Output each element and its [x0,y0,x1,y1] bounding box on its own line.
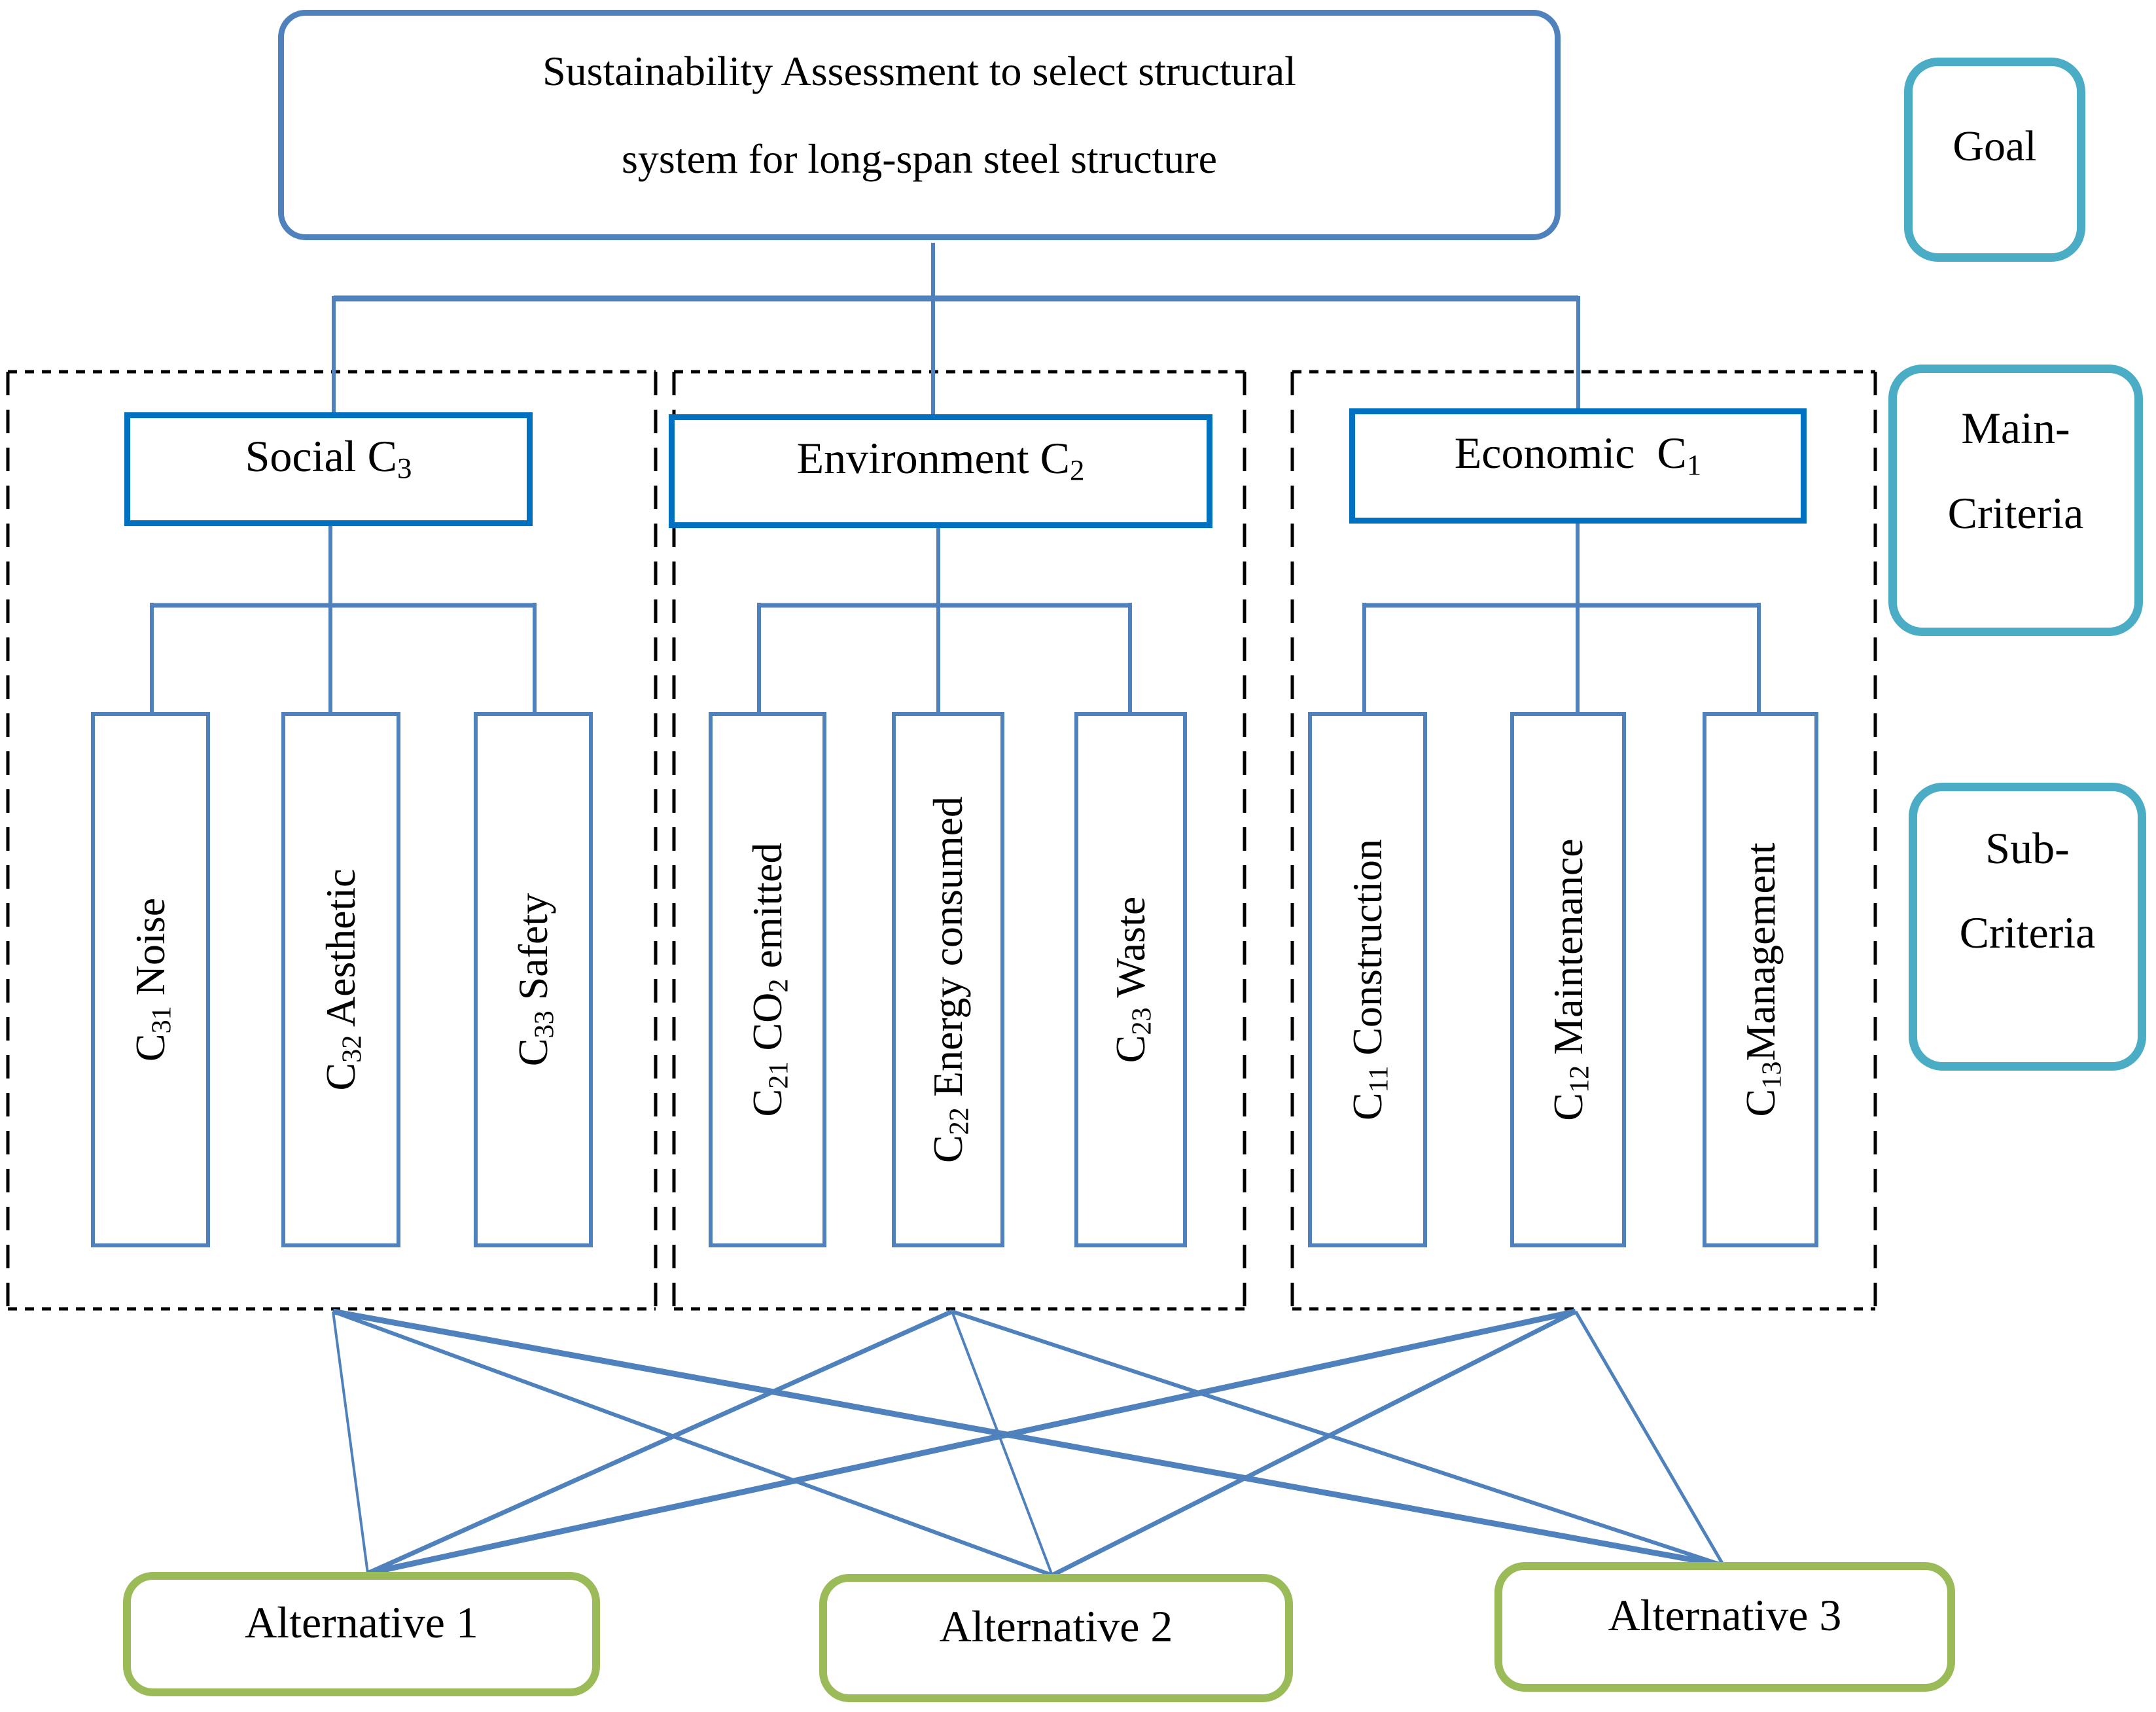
edge-economic-alt2 [1051,1309,1577,1578]
environment-to-sub-criteria-connectors [757,526,1132,715]
sub-criterion-c23-label: C23 Waste [1107,896,1158,1063]
alternative-3-label: Alternative 3 [1608,1590,1842,1640]
sub-criterion-c11-label: C11 Construction [1344,838,1394,1121]
edge-social-alt2 [332,1310,1053,1577]
sub-criterion-c22-label: C22 Energy consumed [925,796,975,1164]
edge-social-alt1 [332,1311,369,1574]
alternative-2-label: Alternative 2 [939,1601,1173,1651]
sub-criterion-c32-label: C32 Aesthetic [317,868,368,1091]
sub-criterion-c11-construction: C11 Construction [1308,712,1427,1247]
sub-criterion-c21-label: C21 CO2 emitted [744,842,794,1117]
alternative-3-box: Alternative 3 [1494,1562,1955,1692]
edge-economic-alt1 [367,1308,1576,1577]
sub-criterion-c23-waste: C23 Waste [1074,712,1187,1247]
legend-main-criteria-box: Main- Criteria [1888,365,2143,636]
economic-to-sub-criteria-connectors [1362,521,1761,715]
alternative-2-box: Alternative 2 [819,1574,1293,1702]
sub-criterion-c12-maintenance: C12 Maintenance [1510,712,1626,1247]
legend-sub-criteria-box: Sub- Criteria [1909,783,2146,1071]
main-criterion-environment-label: Environment C2 [796,433,1085,486]
goal-to-main-criteria-connectors [332,243,1580,418]
legend-goal-box: Goal [1904,58,2085,262]
legend-goal-label: Goal [1953,122,2037,171]
sub-criterion-c31-label: C31 Noise [127,897,177,1062]
goal-box-line-1: Sustainability Assessment to select stru… [542,47,1296,94]
edge-environment-alt3 [951,1310,1724,1567]
sub-criterion-c13-management: C13Management [1703,712,1818,1247]
goal-box-line-2: system for long-span steel structure [622,135,1217,182]
sub-criterion-c33-label: C33 Safety [510,893,560,1067]
edge-economic-alt3 [1574,1310,1725,1567]
sub-criterion-c22-energy-consumed: C22 Energy consumed [892,712,1004,1247]
goal-box: Sustainability Assessment to select stru… [278,10,1561,240]
legend-main-criteria-line-2: Criteria [1947,488,2084,538]
edge-environment-alt1 [366,1309,953,1576]
sub-criterion-c32-aesthetic: C32 Aesthetic [281,712,400,1247]
legend-sub-criteria-line-1: Sub- [1985,823,2070,873]
main-criterion-economic-label: Economic C1 [1454,427,1702,481]
legend-main-criteria-line-1: Main- [1961,403,2070,454]
social-to-sub-criteria-connectors [150,524,537,715]
sub-criterion-c21-co2-emitted: C21 CO2 emitted [709,712,826,1247]
edge-environment-alt2 [951,1311,1053,1576]
sub-criterion-c31-noise: C31 Noise [91,712,210,1247]
main-criterion-environment: Environment C2 [669,414,1212,528]
legend-sub-criteria-line-2: Criteria [1959,908,2096,957]
sub-criterion-c13-label: C13Management [1737,842,1787,1117]
sub-criterion-c33-safety: C33 Safety [474,712,593,1247]
dashed-border-economic-group [1290,370,1877,1311]
main-criterion-social: Social C3 [124,412,533,526]
alternative-1-box: Alternative 1 [123,1572,600,1696]
main-criterion-economic: Economic C1 [1349,408,1807,524]
criteria-to-alternatives-web [332,1308,1725,1578]
main-criterion-social-label: Social C3 [245,431,412,484]
edge-social-alt3 [332,1308,1724,1569]
alternative-1-label: Alternative 1 [245,1597,478,1647]
sub-criterion-c12-label: C12 Maintenance [1544,838,1595,1121]
